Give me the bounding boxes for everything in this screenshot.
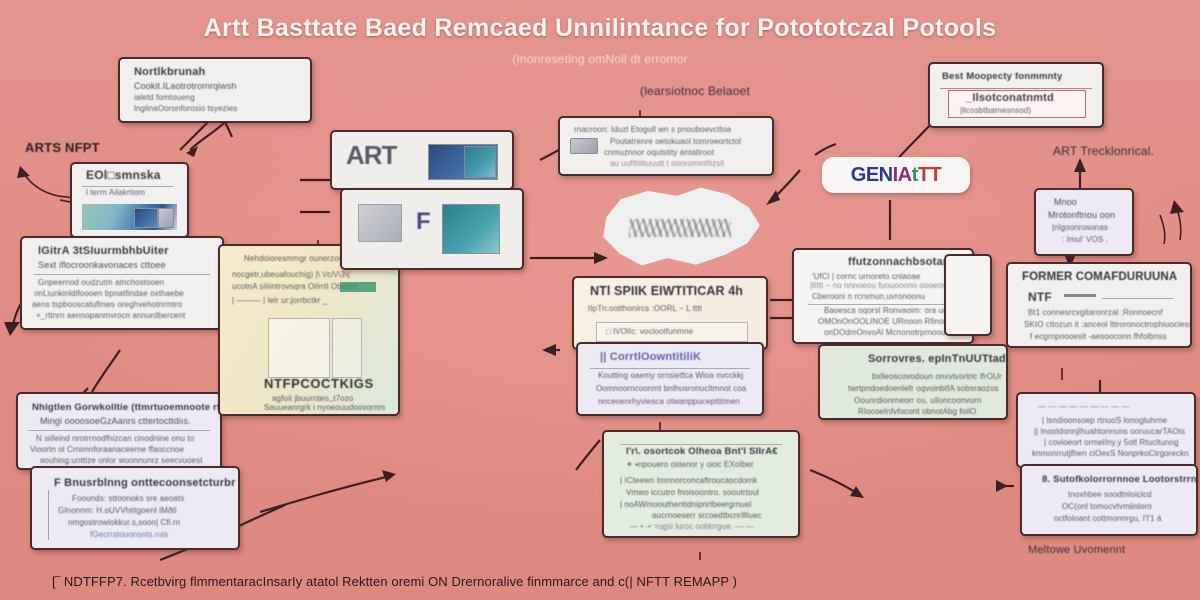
pipeline-card[interactable]: F <box>340 188 524 270</box>
gpt-badge-part-2: IA <box>893 164 912 187</box>
bottom-left-card-two[interactable]: F Bnusrblnng onttecoonsetcturbr Foounds:… <box>30 466 240 550</box>
left-detail-card[interactable]: lGitrA 3tSIuurmbhbUiter Sext iflocroonka… <box>20 236 224 330</box>
art-technical-label: ART Trecklonrical. <box>1053 144 1154 158</box>
inner-preview-box-2 <box>332 318 362 378</box>
nft-spm-secondary-card[interactable]: || CorrtlOowntitiliK Koutting oaemy orns… <box>576 342 764 416</box>
right-green-card[interactable]: Sorrovres. epInTnUUTtadB. bxlleoscovodou… <box>818 344 1008 420</box>
art-technical-card[interactable]: Mnoo Mrotonftnou oon |nlgoonrosonas : Im… <box>1034 188 1134 256</box>
best-property-card[interactable]: Best Moopecty fonmmnty _Ilsotconatnmtd |… <box>928 62 1104 128</box>
green-tag <box>340 282 376 292</box>
top-left-note-card[interactable]: Nortlkbrunah Cookit.ILaotrotromrqiwsh ia… <box>118 57 312 123</box>
inner-preview-box <box>268 318 330 378</box>
gpt-badge-part-1: GEN <box>851 164 893 187</box>
cloud-burst-node[interactable] <box>600 186 760 268</box>
dataset-label: (learsiotnoc Belaoet <box>640 84 750 98</box>
figure-caption: [‾ NDTFFP7. Rcetbvirg flmmentaracInsarIy… <box>52 574 1152 589</box>
arts-nfpt-label: ARTS NFPT <box>25 140 100 155</box>
bottom-left-card-one[interactable]: Nhigtlen Gorwkolltie (ttmrtuoemnoote rt'… <box>16 392 222 470</box>
tool-icon <box>358 204 402 242</box>
gpt-brand-badge[interactable]: GENIAtTT <box>822 157 970 193</box>
center-bottom-card[interactable]: l'r\. osortcok Olheoa Bnt'l SIIrA€ ✶ ▪np… <box>602 430 800 538</box>
card-thumbnail <box>134 208 158 228</box>
right-lower-card-one[interactable]: — — — — — — — — — | lsndioonsoep rtnuoS … <box>1016 392 1196 468</box>
right-lower-card-two[interactable]: 8. Sutofkolorrornnoe Lootorstrrntof tnox… <box>1020 464 1198 536</box>
dataset-card[interactable]: rnacroon: Iduzl Etogull wn s pnouboevctt… <box>558 116 774 176</box>
arts-nfpt-panel[interactable]: EOl□smnska l terrn Ailakrtiom <box>70 162 189 238</box>
former-compu-card[interactable]: FORMER COMAFDURUUNA NTF Bt1 connesrcvgit… <box>1006 262 1192 348</box>
nft-spm-central-card[interactable]: NTl SPIIK EIWTITICAR 4h tIpTn:ootthonirc… <box>572 276 768 350</box>
meltowe-label: Meltowe Uvomennt <box>1028 544 1125 556</box>
right-white-card-stack <box>944 254 992 336</box>
art-logo-card[interactable]: ART <box>330 130 514 190</box>
grey-thumbnail <box>158 208 174 228</box>
handwriting-scribble <box>629 219 731 237</box>
data-thumbnail <box>464 146 496 178</box>
page-title: Artt Basttate Baed Remcaed Unnilintance … <box>0 14 1200 43</box>
image-icon <box>570 138 598 154</box>
network-thumbnail <box>442 204 500 254</box>
gpt-badge-part-4: TT <box>918 164 941 187</box>
